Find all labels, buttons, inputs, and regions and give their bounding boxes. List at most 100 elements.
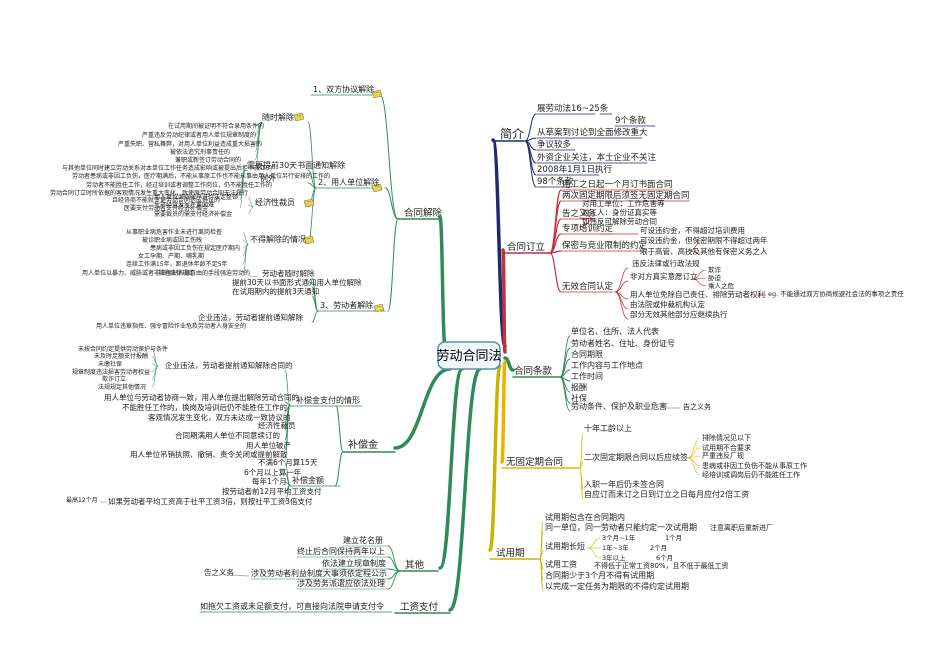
link	[687, 457, 701, 476]
branch-open	[500, 360, 507, 464]
node-terms: 社保	[571, 393, 587, 403]
link	[247, 196, 254, 208]
node-comp: 补偿金额	[292, 475, 324, 485]
node-trial-sub: 6个月	[656, 554, 673, 562]
node-dismiss-detail: 劳动者患病或非因工负伤，医疗期满后，不能从事原工作也不能从事由用人单位另行安排的…	[72, 172, 330, 180]
node-sign: 保密与竞业限制的约定	[562, 240, 648, 251]
node-dismiss-detail: 且经协商不能就变更劳动合同达成协议的	[112, 196, 220, 204]
branch-label-other: 其他	[405, 559, 425, 571]
link	[579, 218, 596, 228]
node-sign: 两次固定期限后须签无固定期合同	[562, 190, 690, 201]
node-comp-sub: 企业违法，劳动者提前通知解除合同的	[165, 360, 293, 370]
node-open-sub: 排除情况见以下	[702, 433, 751, 442]
node-labels: 简介展劳动法16~25条9个条款从草案到讨论到全面修改重大争议较多外资企业关注，…	[50, 84, 904, 613]
node-comp-sub: 合同期满用人单位不同意续订的	[175, 430, 280, 440]
link	[549, 252, 562, 293]
node-dismiss: 3、劳动者解除	[320, 300, 373, 310]
branch-trial	[488, 364, 502, 552]
node-terms-sub: 告之义务	[683, 402, 711, 411]
link	[579, 467, 584, 500]
node-sign-sub: 由法院或仲裁机构认定	[630, 299, 705, 309]
node-sign-detail: 乘人之危	[708, 281, 735, 290]
node-open: 入职一年后仍未签合同	[584, 479, 664, 489]
node-comp-detail: 未按合同约定提供劳动保护与条件	[78, 345, 168, 353]
node-dismiss-detail: 兼职或新签订劳动合同的	[175, 156, 241, 164]
node-sign: 用工之日起一个月订书面合同	[562, 179, 673, 190]
center-node[interactable]: 劳动合同法	[436, 341, 502, 370]
node-open-sub: 试用期不合要求	[702, 443, 751, 452]
link	[307, 121, 317, 189]
link	[242, 243, 249, 274]
branch-other	[438, 367, 464, 570]
node-terms: 报酬	[571, 382, 587, 392]
node-comp: 补偿金支付的情形	[296, 395, 360, 405]
node-intro: 2008年1月1日执行	[537, 164, 612, 175]
node-trial-sub: 2个月	[650, 544, 667, 552]
link	[239, 169, 246, 209]
node-open: 十年工龄以上	[584, 423, 632, 433]
node-sign-sub: 对工人：身份证真实等	[582, 207, 657, 217]
node-comp-sub: 每年1个月	[252, 476, 287, 486]
node-trial: 试用期包含在合同期内	[545, 512, 625, 522]
link	[559, 335, 571, 378]
node-terms: 单位名、住所、法人代表	[571, 326, 659, 336]
note-icons	[293, 89, 385, 313]
link	[687, 457, 701, 467]
node-sign-sub: 用人单位免除自己责任、排除劳动者权利	[630, 289, 765, 299]
node-dismiss-detail: 劳动者不能胜任工作，经过培训或者调整工作岗位，仍不能胜任工作的	[86, 181, 272, 189]
node-dismiss-detail: 生产经营发生严重困难	[154, 201, 214, 209]
branch-sign	[501, 248, 507, 354]
node-trial-sub: 注意离职后重新进厂	[710, 523, 773, 532]
link	[247, 204, 254, 208]
node-comp-sub: 6个月以上算一年	[244, 467, 302, 477]
node-dismiss-detail: 用人单位濒临破产进行法定整顿	[154, 193, 238, 201]
node-terms: 劳动者姓名、住址、身份证号	[571, 338, 675, 348]
node-other: 涉及劳动者利益制度大事须依定程公示	[251, 568, 387, 578]
node-dismiss-detail: 连续工作满15年，距退休年龄不足5年	[126, 260, 227, 268]
node-dismiss-detail: 从事职业病危害作业未进行离岗检查	[126, 228, 222, 236]
node-intro: 展劳动法16~25条	[537, 103, 609, 114]
node-dismiss-sub: 不得解除的情况	[250, 234, 306, 244]
node-comp-detail: 未及时足额支付报酬	[94, 352, 148, 360]
node-comp-detail: 最高12个月	[66, 496, 98, 504]
node-other: 建立花名册	[343, 535, 383, 545]
node-sign-sub: 部分无效其他部分应继续执行	[630, 309, 728, 319]
node-comp-sub: 用人单位吊销执照、撤销、责令关闭或提前解散	[130, 449, 288, 459]
link	[539, 558, 544, 592]
node-terms: 工作内容与工作地点	[571, 360, 643, 370]
node-trial: 试用期长短	[545, 541, 585, 551]
link	[307, 182, 317, 189]
node-comp-sub: 不能胜任工作的，换岗及培训后仍不能胜任工作的	[122, 402, 287, 412]
link	[284, 404, 291, 460]
node-dismiss-sub: 随时解除	[262, 112, 294, 122]
node-dismiss-detail: 医要支付劳动者支付经济补偿金	[124, 204, 208, 212]
node-terms: 劳动条件、保护及职业危害	[571, 401, 667, 411]
link	[587, 537, 601, 549]
branch-label-trial: 试用期	[496, 547, 525, 559]
branch-terms	[503, 356, 515, 372]
link	[524, 113, 537, 142]
node-comp-detail: 未缴社保	[98, 360, 122, 368]
link	[311, 295, 319, 312]
note-icon	[373, 303, 385, 313]
link	[614, 291, 629, 320]
link	[524, 140, 537, 188]
node-open-sub: 患病或非因工负伤不能从事原工作	[702, 461, 807, 470]
node-comp-sub: 不满6个月算15天	[258, 457, 318, 467]
node-sign-detail: eg. 不能通过双方协商规避社会法的事项之责任	[768, 289, 904, 298]
branch-comp	[393, 367, 452, 450]
node-intro: 外资企业关注，本土企业不关注	[537, 152, 657, 163]
node-trial-sub: 3个月~1年	[602, 533, 636, 542]
branch-label-sign: 合同订立	[507, 241, 545, 253]
node-dismiss-detail: 女工孕期、产期、哺乳期	[138, 252, 204, 260]
node-intro: 98个条款	[537, 176, 574, 187]
branch-label-wage: 工资支付	[400, 601, 439, 613]
node-dismiss-sub: 经济性裁员	[255, 197, 295, 207]
node-sign-detail: 胁迫	[708, 273, 722, 282]
note-icon	[293, 112, 305, 122]
link	[334, 451, 344, 487]
node-terms: 工作时间	[571, 371, 603, 381]
node-other: 终止后合同保持两年以上	[297, 546, 385, 556]
link	[614, 280, 629, 293]
